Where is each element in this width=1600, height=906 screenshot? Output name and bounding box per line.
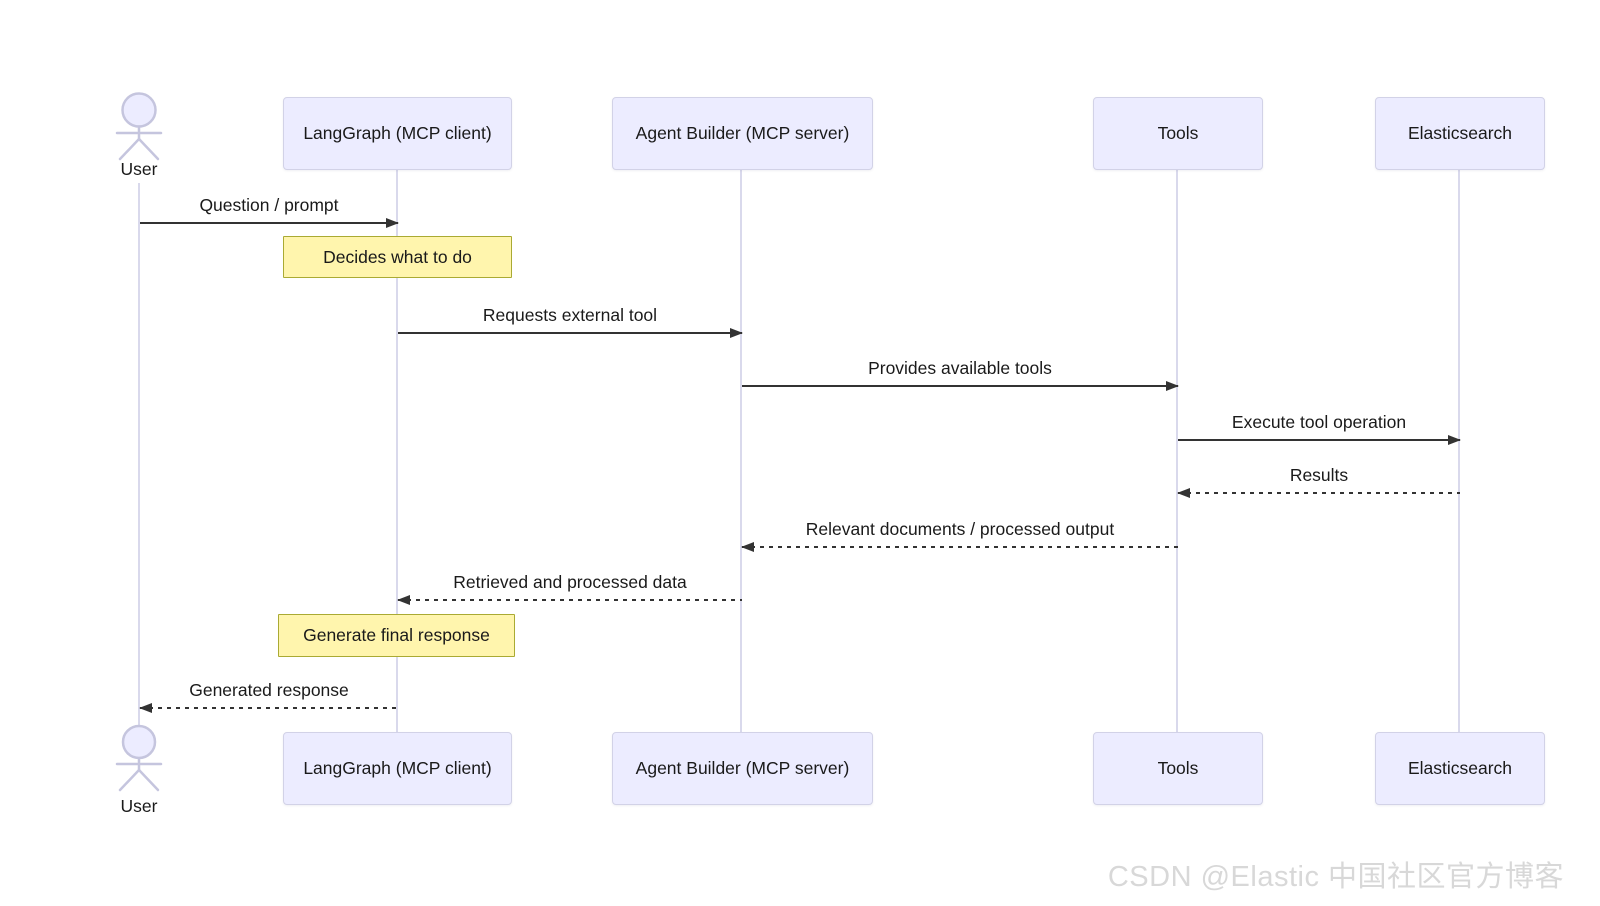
- participant-langgraph-top: LangGraph (MCP client): [283, 97, 512, 170]
- arrowhead-icon: [386, 218, 399, 228]
- arrowhead-icon: [1448, 435, 1461, 445]
- note-decides-what-to-do: Decides what to do: [283, 236, 512, 278]
- arrowhead-icon: [397, 595, 410, 605]
- arrowhead-icon: [741, 542, 754, 552]
- participant-label: LangGraph (MCP client): [303, 758, 492, 778]
- message-line: [140, 707, 398, 709]
- arrowhead-icon: [1166, 381, 1179, 391]
- arrowhead-icon: [1177, 488, 1190, 498]
- participant-langgraph-bottom: LangGraph (MCP client): [283, 732, 512, 805]
- participant-elasticsearch-top: Elasticsearch: [1375, 97, 1545, 170]
- lifeline-user: [138, 183, 140, 726]
- message-line: [398, 332, 742, 334]
- message-label: Execute tool operation: [1231, 412, 1407, 432]
- participant-tools-bottom: Tools: [1093, 732, 1263, 805]
- message-label: Retrieved and processed data: [453, 572, 687, 592]
- message-line: [140, 222, 398, 224]
- message-question-prompt: Question / prompt: [140, 194, 399, 228]
- message-label: Provides available tools: [868, 358, 1052, 378]
- participant-label: Tools: [1157, 123, 1199, 143]
- note-label: Generate final response: [303, 625, 490, 645]
- message-label: Requests external tool: [482, 305, 658, 325]
- message-relevant-documents: Relevant documents / processed output: [741, 518, 1178, 552]
- participant-label: Agent Builder (MCP server): [635, 123, 850, 143]
- arrowhead-icon: [139, 703, 152, 713]
- participant-label: Agent Builder (MCP server): [635, 758, 850, 778]
- message-requests-external-tool: Requests external tool: [398, 304, 743, 338]
- message-retrieved-processed-data: Retrieved and processed data: [397, 571, 742, 605]
- actor-label-user-top: User: [120, 159, 158, 179]
- message-provides-available-tools: Provides available tools: [742, 357, 1179, 391]
- message-label: Question / prompt: [199, 195, 339, 215]
- lifeline-agent-builder: [740, 170, 742, 732]
- participant-label: Elasticsearch: [1407, 758, 1513, 778]
- arrowhead-icon: [730, 328, 743, 338]
- participant-agent-builder-top: Agent Builder (MCP server): [612, 97, 873, 170]
- participant-label: LangGraph (MCP client): [303, 123, 492, 143]
- lifeline-elasticsearch: [1458, 170, 1460, 732]
- actor-label-user-bottom: User: [120, 796, 158, 816]
- user-actor-icon: [115, 724, 163, 792]
- message-line: [742, 546, 1178, 548]
- message-generated-response: Generated response: [139, 679, 398, 713]
- participant-label: Tools: [1157, 758, 1199, 778]
- user-actor-icon: [115, 92, 163, 161]
- participant-tools-top: Tools: [1093, 97, 1263, 170]
- message-results: Results: [1177, 464, 1460, 498]
- watermark: CSDN @Elastic 中国社区官方博客: [1107, 861, 1564, 893]
- participant-agent-builder-bottom: Agent Builder (MCP server): [612, 732, 873, 805]
- message-label: Generated response: [189, 680, 349, 700]
- participant-elasticsearch-bottom: Elasticsearch: [1375, 732, 1545, 805]
- message-execute-tool-operation: Execute tool operation: [1178, 411, 1461, 445]
- message-label: Results: [1289, 465, 1349, 485]
- lifeline-langgraph: [396, 170, 398, 732]
- message-line: [398, 599, 742, 601]
- message-line: [1178, 439, 1460, 441]
- note-generate-final-response: Generate final response: [278, 614, 515, 657]
- message-line: [742, 385, 1178, 387]
- note-label: Decides what to do: [323, 246, 472, 267]
- message-label: Relevant documents / processed output: [805, 519, 1115, 539]
- message-line: [1178, 492, 1460, 494]
- participant-label: Elasticsearch: [1407, 123, 1513, 143]
- lifeline-tools: [1176, 170, 1178, 732]
